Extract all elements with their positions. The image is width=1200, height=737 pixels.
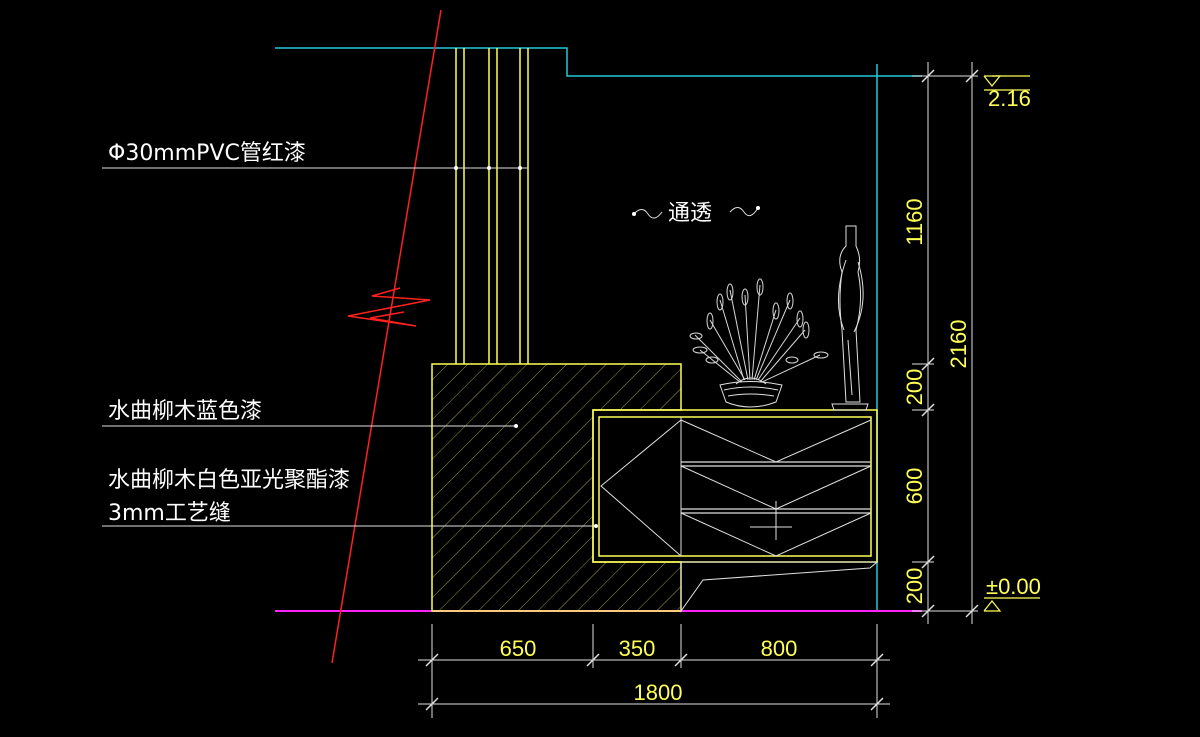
level-marker-top: [983, 75, 1030, 91]
dim-middle: 350: [619, 636, 656, 661]
level-top: 2.16: [988, 86, 1031, 111]
dim-left-block: 650: [500, 636, 537, 661]
vertical-dimensions: [912, 62, 979, 624]
dim-shelf-gap: 200: [902, 369, 927, 406]
pvc-pipes: [455, 48, 529, 364]
dim-total-width: 1800: [634, 680, 683, 705]
see-through-marks: [632, 206, 760, 219]
label-pvc-pipe: Φ30mmPVC管红漆: [108, 141, 306, 166]
annotation-leaders: [102, 166, 598, 528]
label-see-through: 通透: [668, 201, 712, 226]
sculpture-decor: [831, 225, 869, 411]
display-cabinet: [592, 409, 879, 613]
dim-total-height: 2160: [946, 320, 971, 369]
level-floor: ±0.00: [986, 574, 1041, 599]
level-marker-floor: [983, 597, 1040, 612]
dim-right-cabinet: 800: [761, 636, 798, 661]
dim-upper: 1160: [902, 198, 927, 245]
dim-cabinet-height: 600: [902, 468, 927, 505]
label-blue-finish: 水曲柳木蓝色漆: [108, 399, 262, 424]
label-groove: 3mm工艺缝: [108, 501, 231, 526]
blue-block: [431, 363, 682, 612]
dim-base: 200: [902, 568, 927, 605]
flower-vase-decor: [689, 278, 829, 408]
horizontal-dimensions: [418, 624, 890, 718]
break-line: [331, 9, 442, 664]
label-white-finish: 水曲柳木白色亚光聚酯漆: [108, 468, 350, 493]
